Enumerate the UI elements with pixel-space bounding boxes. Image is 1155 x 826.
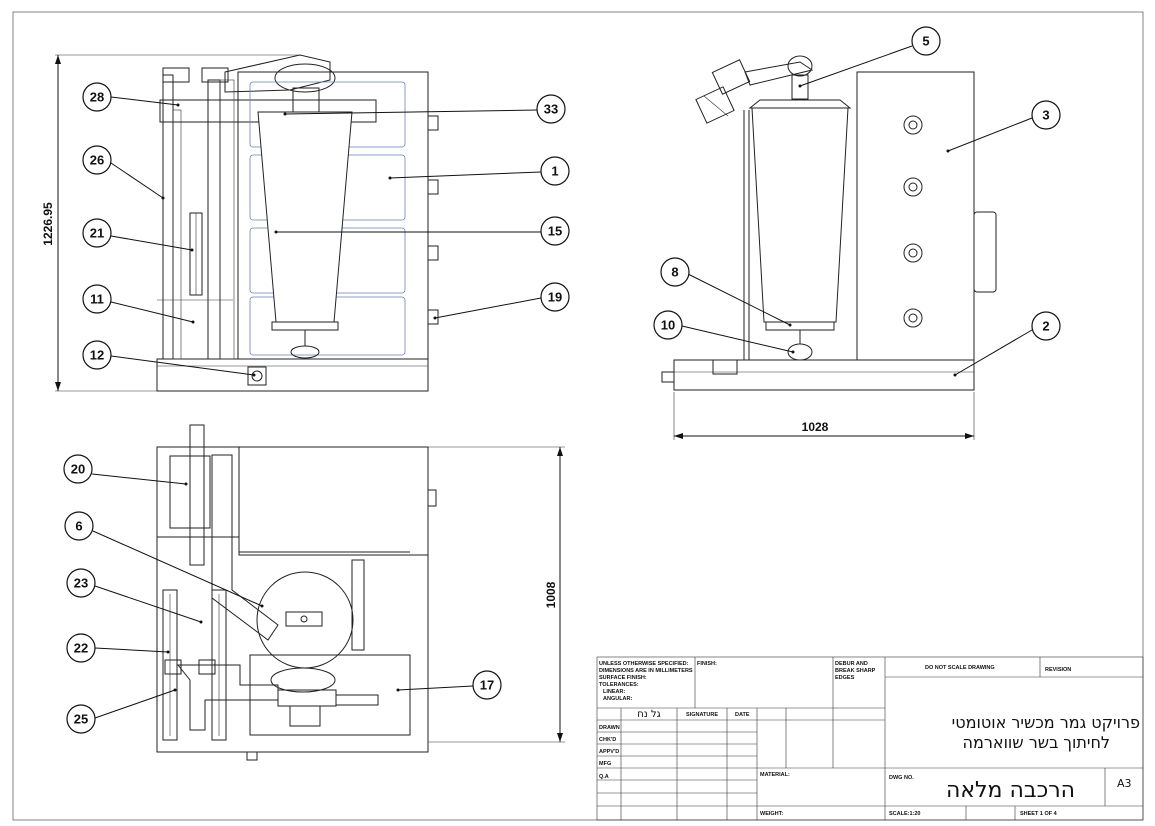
tb-title-line2: לחיתוך בשר שווארמה: [963, 733, 1110, 752]
svg-text:20: 20: [71, 462, 85, 477]
svg-text:22: 22: [74, 641, 88, 656]
balloon: 10: [653, 310, 683, 340]
tb-name: גל נח: [637, 709, 661, 720]
tb-revision: REVISION: [1045, 667, 1071, 673]
tb-material: MATERIAL:: [760, 772, 790, 778]
svg-text:15: 15: [548, 224, 562, 239]
balloon: 33: [536, 94, 566, 124]
tb-dwg-title: הרכבה מלאה: [946, 778, 1075, 803]
svg-text:12: 12: [90, 348, 104, 363]
front-view: 1226.95: [41, 54, 439, 392]
tb-title-line1: פרויקט גמר מכשיר אוטומטי: [952, 713, 1140, 732]
svg-text:21: 21: [90, 226, 104, 241]
tb-scale: SCALE:1:20: [889, 811, 920, 817]
tb-unless-5: LINEAR:: [603, 689, 625, 695]
svg-text:23: 23: [74, 576, 88, 591]
balloon: 19: [540, 282, 570, 312]
tb-row-qa: Q.A: [599, 774, 609, 780]
svg-text:5: 5: [922, 34, 929, 49]
balloon: 8: [660, 257, 690, 287]
tb-debur-3: EDGES: [835, 675, 855, 681]
balloon: 3: [1031, 100, 1061, 130]
balloon: 22: [66, 633, 96, 663]
tb-row-drawn: DRAWN: [599, 725, 620, 731]
dim-depth: 1008: [544, 581, 558, 608]
tb-unless-4: TOLERANCES:: [599, 682, 639, 688]
balloon: 21: [82, 218, 112, 248]
balloon: 11: [82, 284, 112, 314]
svg-text:10: 10: [661, 318, 675, 333]
svg-text:26: 26: [90, 153, 104, 168]
svg-text:25: 25: [74, 712, 88, 727]
svg-text:3: 3: [1042, 108, 1049, 123]
tb-weight: WEIGHT:: [760, 811, 783, 817]
balloon: 25: [66, 704, 96, 734]
tb-do-not-scale: DO NOT SCALE DRAWING: [925, 665, 995, 671]
tb-debur-1: DEBUR AND: [835, 661, 868, 667]
balloon: 26: [82, 145, 112, 175]
svg-text:6: 6: [75, 519, 82, 534]
tb-finish: FINISH:: [697, 661, 717, 667]
side-view: 1028: [661, 55, 997, 440]
svg-text:8: 8: [671, 265, 678, 280]
tb-unless-2: DIMENSIONS ARE IN MILLIMETERS: [599, 668, 693, 674]
svg-text:11: 11: [90, 292, 104, 307]
tb-row-mfg: MFG: [599, 761, 611, 767]
balloon: 23: [66, 568, 96, 598]
balloon: 17: [472, 670, 502, 700]
balloon: 12: [82, 340, 112, 370]
sheet-border: [12, 11, 1144, 821]
tb-date: DATE: [735, 712, 750, 718]
balloon: 1: [540, 156, 570, 186]
tb-debur-2: BREAK SHARP: [835, 668, 876, 674]
leader-arrowheads: [161, 84, 957, 692]
svg-text:33: 33: [544, 102, 558, 117]
tb-row-appvd: APPV'D: [599, 749, 619, 755]
svg-text:2: 2: [1042, 319, 1049, 334]
svg-text:17: 17: [480, 678, 494, 693]
balloon: 6: [64, 511, 94, 541]
balloon: 2: [1031, 311, 1061, 341]
tb-unless-3: SURFACE FINISH:: [599, 675, 647, 681]
svg-text:28: 28: [90, 90, 104, 105]
leader-lines: [91, 45, 1033, 719]
balloon: 28: [82, 82, 112, 112]
title-block: UNLESS OTHERWISE SPECIFIED: DIMENSIONS A…: [596, 656, 1144, 821]
tb-unless-6: ANGULAR:: [603, 696, 632, 702]
balloon: 5: [911, 26, 941, 56]
top-view: 1008: [156, 424, 565, 761]
svg-text:19: 19: [548, 290, 562, 305]
tb-unless-1: UNLESS OTHERWISE SPECIFIED:: [599, 661, 689, 667]
tb-size: A3: [1117, 777, 1132, 790]
tb-signature: SIGNATURE: [686, 712, 718, 718]
dim-height: 1226.95: [41, 202, 55, 246]
dim-width: 1028: [802, 420, 829, 434]
tb-row-chkd: CHK'D: [599, 737, 616, 743]
balloon: 20: [63, 454, 93, 484]
svg-text:1: 1: [551, 164, 558, 179]
tb-sheet: SHEET 1 OF 4: [1020, 811, 1058, 817]
tb-dwg-no: DWG NO.: [889, 775, 914, 781]
balloon: 15: [540, 216, 570, 246]
